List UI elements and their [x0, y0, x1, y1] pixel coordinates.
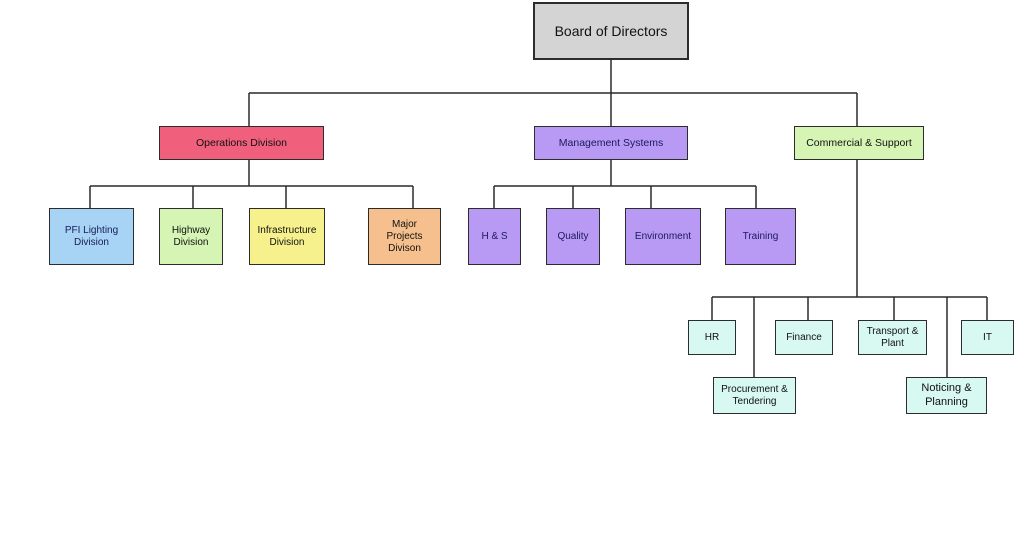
- node-environment: Environment: [625, 208, 701, 265]
- node-board-of-directors: Board of Directors: [533, 2, 689, 60]
- node-transport-plant: Transport & Plant: [858, 320, 927, 355]
- node-training: Training: [725, 208, 796, 265]
- node-hr: HR: [688, 320, 736, 355]
- node-procurement-tendering: Procurement & Tendering: [713, 377, 796, 414]
- node-finance: Finance: [775, 320, 833, 355]
- node-management-systems: Management Systems: [534, 126, 688, 160]
- node-it: IT: [961, 320, 1014, 355]
- node-major-projects-division: Major Projects Divison: [368, 208, 441, 265]
- node-commercial-support: Commercial & Support: [794, 126, 924, 160]
- node-pfi-lighting-division: PFI Lighting Division: [49, 208, 134, 265]
- node-noticing-planning: Noticing & Planning: [906, 377, 987, 414]
- node-health-and-safety: H & S: [468, 208, 521, 265]
- node-operations-division: Operations Division: [159, 126, 324, 160]
- node-highway-division: Highway Division: [159, 208, 223, 265]
- node-infrastructure-division: Infrastructure Division: [249, 208, 325, 265]
- node-quality: Quality: [546, 208, 600, 265]
